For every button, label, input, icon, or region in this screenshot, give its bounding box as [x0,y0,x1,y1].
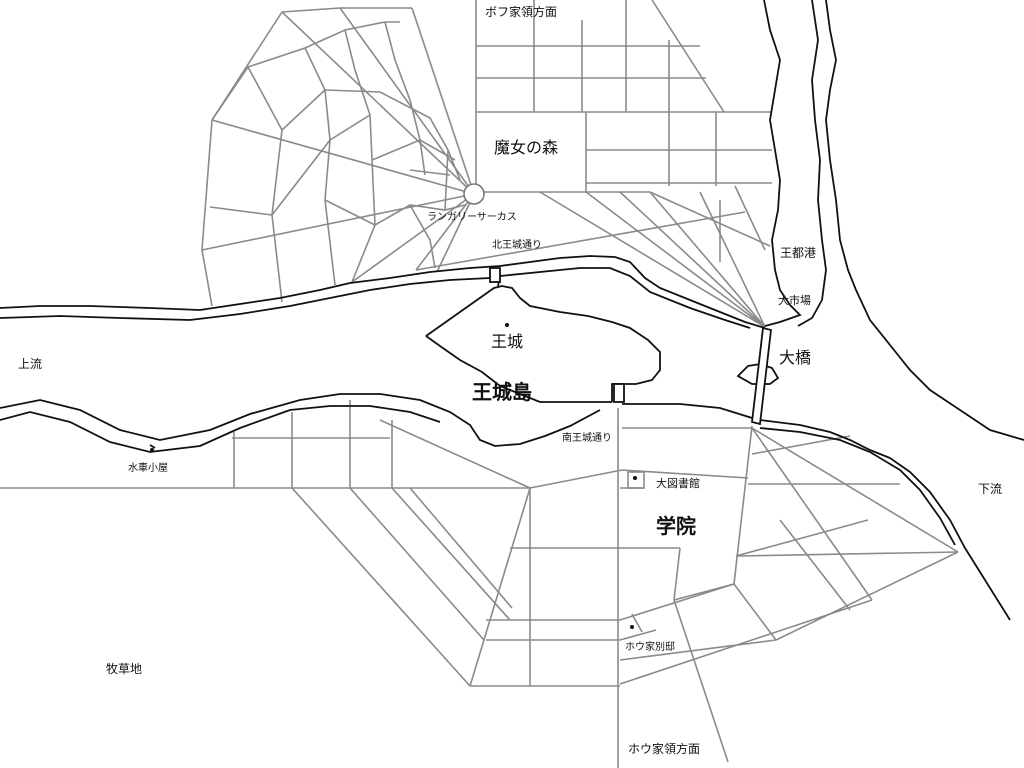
label-great-bridge: 大橋 [779,348,812,367]
south-grid [0,400,959,768]
label-grand-market: 大市場 [778,294,811,307]
label-castle: 王城 [491,332,524,351]
villa-marker [630,625,634,629]
label-hou-direction: ホウ家領方面 [628,742,701,756]
label-castle-island: 王城島 [472,380,532,404]
label-upstream: 上流 [18,357,43,371]
watermill-marker [150,448,154,452]
north-grid [415,0,772,328]
label-great-library: 大図書館 [656,477,700,490]
circus-web [201,7,475,307]
label-south-castle-street: 南王城通り [562,433,612,444]
great-bridge-structure [751,326,772,426]
label-royal-port: 王都港 [780,246,817,260]
library-marker [633,476,637,480]
south-bridge [613,383,625,403]
label-academy: 学院 [656,514,696,538]
label-hou-villa: ホウ家別邸 [625,642,675,653]
label-rangary-circus: ランガリーサーカス [427,212,517,223]
river [0,0,1024,621]
label-downstream: 下流 [978,482,1003,496]
label-north-castle-street: 北王城通り [492,240,542,251]
bridges [489,267,772,426]
label-bof-direction: ボフ家領方面 [485,5,558,19]
circus-circle [463,183,485,205]
castle-marker [505,323,509,327]
witch-forest-area [478,114,584,184]
label-pasture: 牧草地 [106,662,143,676]
markers [150,323,637,629]
label-witch-forest: 魔女の森 [494,138,559,157]
north-bridge [489,267,501,283]
label-watermill-hut: 水車小屋 [128,463,168,474]
